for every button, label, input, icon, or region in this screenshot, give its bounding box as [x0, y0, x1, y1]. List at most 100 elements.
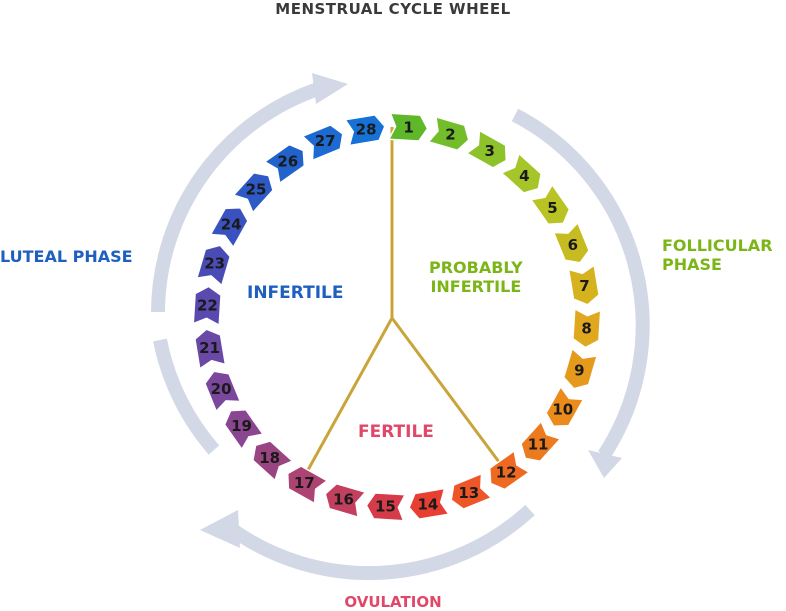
day-arrow-shape — [408, 487, 451, 520]
probably-infertile-zone-label: PROBABLY INFERTILE — [429, 258, 523, 296]
day-marker-26 — [263, 143, 306, 185]
day-arrow-shape — [545, 385, 585, 428]
day-marker-5 — [529, 183, 571, 226]
day-number: 7 — [579, 277, 589, 295]
day-arrow-shape — [465, 129, 508, 169]
day-marker-12 — [488, 449, 531, 491]
luteal-phase-arrow — [151, 82, 321, 313]
day-marker-1 — [387, 112, 429, 142]
divider-right — [390, 317, 504, 467]
day-arrow-shape — [572, 307, 602, 349]
day-arrow-shape — [488, 449, 531, 491]
follicular-arrow-head — [588, 450, 622, 478]
day-number: 3 — [484, 142, 494, 160]
day-marker-9 — [562, 347, 599, 390]
day-number: 19 — [231, 417, 252, 435]
day-number: 13 — [458, 484, 479, 502]
day-marker-19 — [223, 408, 265, 451]
day-marker-20 — [204, 370, 242, 413]
day-number: 15 — [375, 498, 396, 516]
page-title: MENSTRUAL CYCLE WHEEL — [275, 0, 511, 18]
day-arrow-shape — [204, 370, 242, 413]
day-number: 28 — [356, 121, 377, 139]
day-arrow-shape — [343, 114, 386, 147]
day-marker-16 — [324, 482, 367, 519]
divider-left — [306, 317, 394, 471]
day-arrow-shape — [263, 143, 306, 185]
day-arrow-shape — [192, 285, 222, 327]
day-number: 9 — [574, 362, 584, 380]
day-arrow-shape — [286, 465, 329, 505]
follicular-line-1: FOLLICULAR — [662, 236, 773, 255]
bottom-left-arrow — [153, 338, 220, 455]
day-number: 24 — [221, 215, 242, 233]
day-marker-15 — [365, 492, 407, 522]
ovulation-label: OVULATION — [344, 593, 442, 611]
day-arrow-shape — [365, 492, 407, 522]
day-arrow-shape — [427, 115, 470, 152]
day-marker-11 — [520, 420, 562, 462]
day-number: 4 — [519, 167, 529, 185]
zone-dividers — [306, 127, 504, 471]
luteal-phase-label: LUTEAL PHASE — [0, 247, 133, 266]
day-number: 12 — [496, 464, 517, 482]
day-number: 21 — [199, 339, 220, 357]
day-marker-6 — [552, 221, 590, 264]
day-arrow-shape — [194, 328, 227, 371]
day-marker-17 — [286, 465, 329, 505]
day-number: 2 — [445, 126, 455, 144]
day-arrow-shape — [324, 482, 367, 519]
day-arrow-shape — [195, 244, 232, 287]
day-marker-4 — [500, 152, 542, 194]
infertile-zone-label: INFERTILE — [247, 283, 344, 303]
ovulation-arrow — [225, 504, 535, 581]
day-arrow-shape — [301, 124, 344, 162]
day-number: 23 — [204, 255, 225, 273]
day-arrow-shape — [562, 347, 599, 390]
follicular-phase-arrow — [511, 108, 650, 459]
day-number: 22 — [197, 296, 218, 314]
probably-line-2: INFERTILE — [430, 277, 522, 297]
day-marker-3 — [465, 129, 508, 169]
day-arrow-shape — [223, 408, 265, 451]
follicular-phase-label: FOLLICULAR PHASE — [662, 236, 773, 274]
day-marker-2 — [427, 115, 470, 152]
day-number: 6 — [568, 236, 578, 254]
day-arrow-shape — [529, 183, 571, 226]
day-arrow-shape — [520, 420, 562, 462]
day-marker-13 — [450, 472, 493, 510]
day-arrow-shape — [232, 172, 274, 214]
day-marker-8 — [572, 307, 602, 349]
day-number: 26 — [277, 153, 298, 171]
day-number: 18 — [259, 449, 280, 467]
probably-line-1: PROBABLY — [429, 258, 523, 277]
fertile-zone-label: FERTILE — [358, 422, 434, 442]
day-arrow-shape — [252, 440, 294, 482]
day-number: 1 — [403, 118, 413, 136]
day-marker-22 — [192, 285, 222, 327]
day-marker-10 — [545, 385, 585, 428]
day-arrow-shape — [500, 152, 542, 194]
day-marker-7 — [567, 263, 600, 306]
day-arrow-shape — [209, 206, 249, 249]
day-marker-25 — [232, 172, 274, 214]
day-number: 10 — [552, 401, 573, 419]
day-number: 20 — [211, 380, 232, 398]
day-arrow-shape — [552, 221, 590, 264]
day-marker-18 — [252, 440, 294, 482]
day-marker-28 — [343, 114, 386, 147]
day-arrow-shape — [450, 472, 493, 510]
ovulation-arrow-head — [200, 510, 240, 548]
day-number: 11 — [528, 435, 549, 453]
day-number: 27 — [315, 132, 336, 150]
day-marker-14 — [408, 487, 451, 520]
day-number: 14 — [417, 496, 438, 514]
luteal-arrow-head — [312, 73, 348, 104]
day-number: 17 — [294, 474, 315, 492]
day-number: 16 — [333, 490, 354, 508]
day-arrow-shape — [387, 112, 429, 142]
day-marker-23 — [195, 244, 232, 287]
day-number: 5 — [547, 199, 557, 217]
